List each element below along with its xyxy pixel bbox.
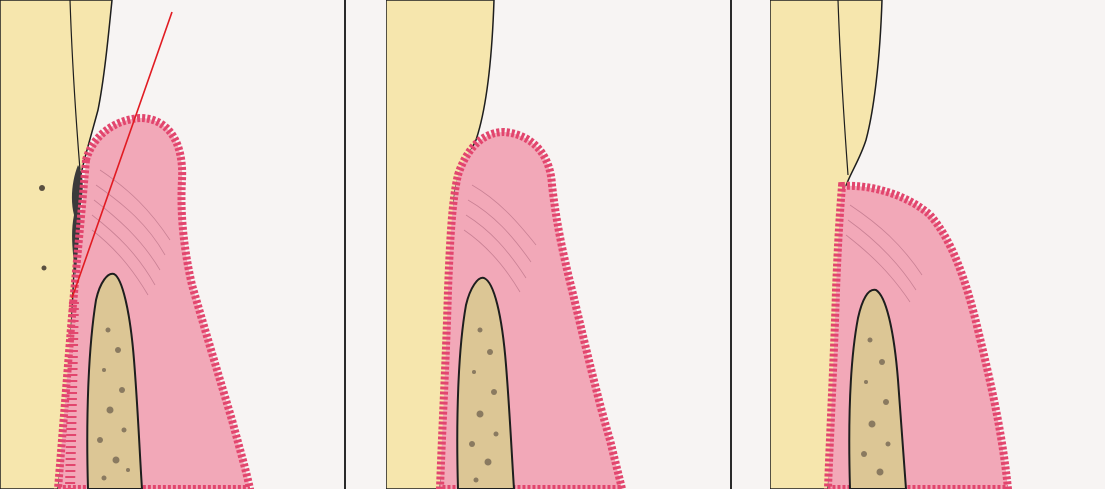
panel-divider [344, 0, 346, 489]
panel-2 [386, 0, 730, 489]
panel-2-illustration [386, 0, 730, 489]
panel-3-illustration [770, 0, 1105, 489]
panel-divider [730, 0, 732, 489]
stain-spot [39, 185, 45, 191]
panel-3 [770, 0, 1105, 489]
panel-1 [0, 0, 344, 489]
stain-spot [42, 266, 47, 271]
panel-1-illustration [0, 0, 344, 489]
periodontal-ligament [70, 300, 74, 489]
